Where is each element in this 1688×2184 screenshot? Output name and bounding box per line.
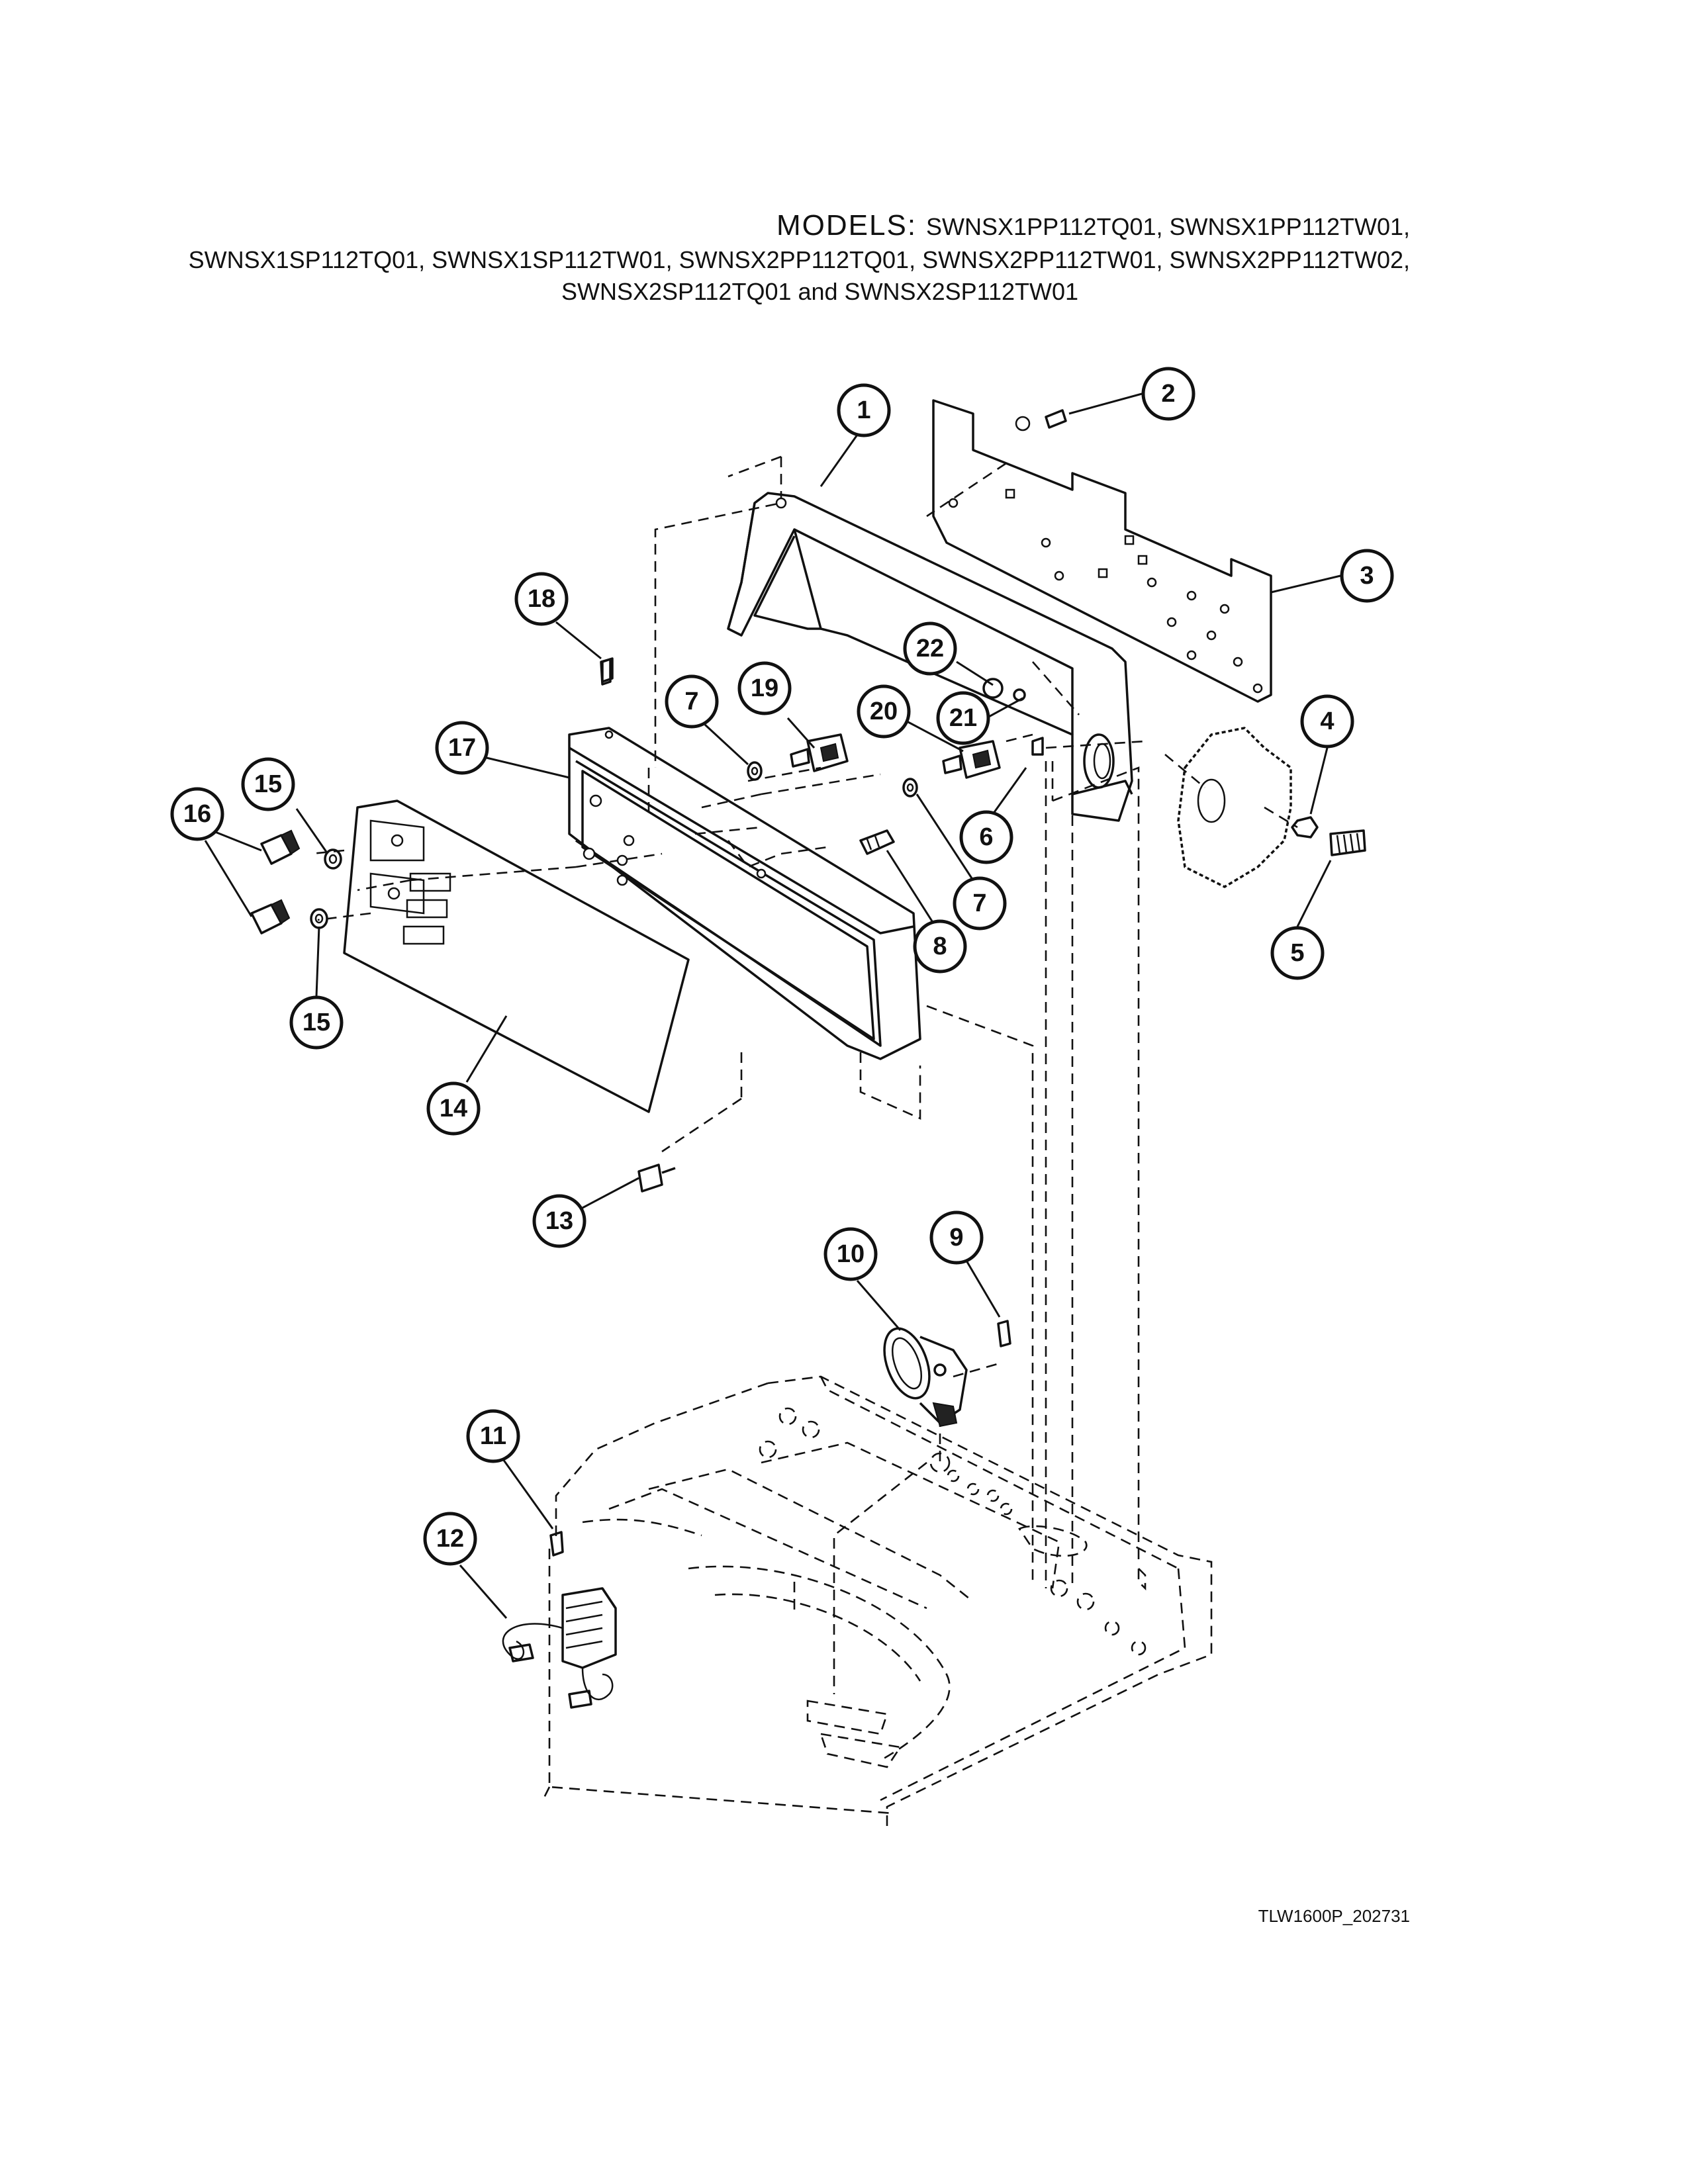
part-18-screw xyxy=(600,658,612,686)
models-line-1: MODELS: SWNSX1PP112TQ01, SWNSX1PP112TW01, xyxy=(776,209,1410,242)
part-11-screw xyxy=(549,1531,564,1557)
part-19-switch xyxy=(790,733,849,772)
callout-1: 1 xyxy=(837,383,891,437)
callout-7a: 7 xyxy=(665,674,719,729)
callout-5-label: 5 xyxy=(1290,939,1304,967)
callout-12-label: 12 xyxy=(436,1525,464,1553)
callout-2-label: 2 xyxy=(1161,380,1175,408)
assembly-guide-lines xyxy=(310,455,1298,1815)
callout-15b: 15 xyxy=(289,995,344,1050)
callout-19: 19 xyxy=(737,661,792,715)
callout-14: 14 xyxy=(426,1081,481,1136)
callout-16: 16 xyxy=(170,787,224,841)
part-15-washers xyxy=(310,848,342,929)
callout-21-label: 21 xyxy=(949,704,977,732)
part-1-console-frame xyxy=(727,492,1133,822)
callout-leaders xyxy=(195,392,1341,1619)
callout-18-label: 18 xyxy=(528,585,555,613)
callout-11: 11 xyxy=(466,1409,520,1463)
callout-14-label: 14 xyxy=(440,1095,467,1122)
callout-13: 13 xyxy=(532,1194,586,1248)
drawing-code: TLW1600P_202731 xyxy=(1258,1906,1410,1926)
callout-22: 22 xyxy=(903,621,957,676)
callouts: 1 2 3 4 5 6 7 7 8 9 10 11 12 13 14 15 15… xyxy=(170,367,1394,1566)
callout-10: 10 xyxy=(823,1227,878,1281)
callout-4-label: 4 xyxy=(1320,707,1334,735)
callout-7b: 7 xyxy=(953,876,1007,931)
cabinet-top xyxy=(555,1375,1213,1827)
callout-8-label: 8 xyxy=(933,933,947,960)
part-3-rear-panel xyxy=(932,399,1272,703)
callout-3-label: 3 xyxy=(1360,562,1374,590)
callout-5: 5 xyxy=(1270,926,1325,980)
callout-20-label: 20 xyxy=(870,698,898,725)
callout-22-label: 22 xyxy=(916,635,944,662)
callout-11-label: 11 xyxy=(480,1422,506,1450)
callout-17-label: 17 xyxy=(448,734,476,762)
models-list-1: SWNSX1PP112TQ01, SWNSX1PP112TW01, xyxy=(926,213,1410,240)
part-14-console-overlay xyxy=(343,799,690,1113)
callout-15b-label: 15 xyxy=(303,1009,330,1036)
callout-3: 3 xyxy=(1340,549,1394,603)
callout-8: 8 xyxy=(913,919,967,974)
small-hardware xyxy=(601,409,1366,856)
callout-10-label: 10 xyxy=(837,1240,865,1268)
callout-18: 18 xyxy=(514,572,569,626)
part-9-screw xyxy=(997,1320,1011,1347)
callout-12: 12 xyxy=(423,1512,477,1566)
callout-6-label: 6 xyxy=(979,823,993,851)
part-8-light xyxy=(859,829,895,855)
callout-13-label: 13 xyxy=(545,1207,573,1235)
callout-21: 21 xyxy=(936,691,990,745)
models-line-3: SWNSX2SP112TQ01 and SWNSX2SP112TW01 xyxy=(561,278,1079,305)
callout-1-label: 1 xyxy=(857,396,870,424)
callout-15a: 15 xyxy=(241,757,295,811)
part-20-switch xyxy=(942,740,1001,779)
callout-9: 9 xyxy=(929,1210,984,1265)
callout-15a-label: 15 xyxy=(254,770,282,798)
part-17-control-panel xyxy=(568,727,921,1060)
part-16-knobs xyxy=(250,829,301,934)
models-label: MODELS: xyxy=(776,209,917,242)
callout-9-label: 9 xyxy=(949,1224,963,1251)
models-line-2: SWNSX1SP112TQ01, SWNSX1SP112TW01, SWNSX2… xyxy=(188,246,1410,273)
callout-7b-label: 7 xyxy=(972,889,986,917)
callout-17: 17 xyxy=(435,721,489,775)
part-13-screw xyxy=(637,1163,676,1193)
callout-16-label: 16 xyxy=(183,800,211,828)
callout-4: 4 xyxy=(1300,694,1354,749)
callout-19-label: 19 xyxy=(751,674,778,702)
part-4-bracket xyxy=(1177,727,1292,888)
part-12-transformer xyxy=(502,1587,617,1709)
part-10-pressure-switch xyxy=(883,1327,968,1428)
part-7-washers xyxy=(747,761,918,797)
callout-20: 20 xyxy=(857,684,911,739)
callout-7a-label: 7 xyxy=(684,688,698,715)
callout-2: 2 xyxy=(1141,367,1196,421)
callout-6: 6 xyxy=(959,810,1013,864)
